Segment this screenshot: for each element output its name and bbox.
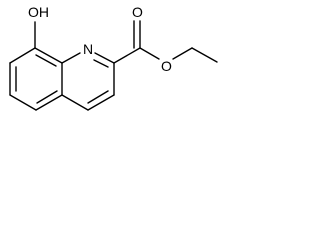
bond-ch2-ch3 [191,47,218,63]
bond-c8a-n1 [61,52,81,64]
bond-c3-c4-inner [87,90,109,104]
ring-nitrogen-label: N [83,41,93,57]
bond-c6-c5 [9,94,37,111]
bond-ester-o-ch2 [172,47,193,60]
bond-c2-carbonyl-c [113,47,141,64]
bond-c4-c4a [61,94,89,111]
bond-c5-c4a [35,94,63,111]
bond-c8a-c8 [34,47,63,64]
ester-group [113,20,218,64]
pyridine-ring [61,52,115,111]
benzo-ring [9,47,63,111]
bond-c5-c4a-inner [36,90,58,104]
hydroxyl-label: OH [28,4,49,20]
bond-carbonyl-c-ester-o [139,47,160,60]
ester-oxygen-label: O [161,58,172,74]
bond-n1-c2 [94,52,115,64]
carbonyl-oxygen-label: O [132,4,143,20]
bond-c8-c7 [9,47,36,64]
ethyl-8-hydroxyquinoline-2-carboxylate-structure: OH N O O [9,4,218,111]
bond-c8a-c8-inner [35,54,57,67]
bond-c3-c4 [87,94,115,111]
bond-n1-c2-inner [93,59,109,68]
